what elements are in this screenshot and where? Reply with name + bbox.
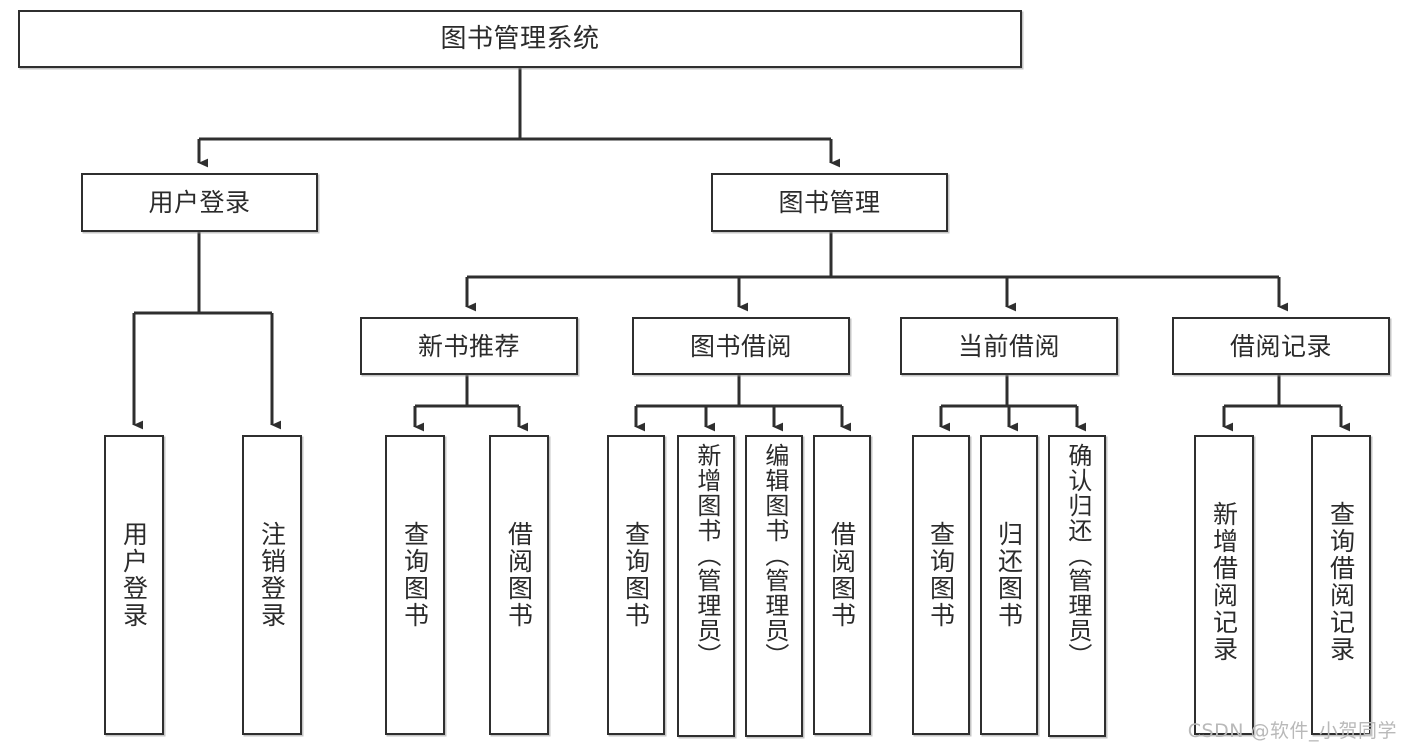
node-label: 注销登录: [257, 521, 287, 629]
node-label: 编辑图书（管理员）: [760, 443, 789, 668]
node-label: 借阅图书: [827, 521, 857, 629]
leaf-add-borrow-record[interactable]: 新增借阅记录: [1194, 435, 1254, 735]
node-label: 确认归还（管理员）: [1063, 443, 1092, 668]
leaf-return-book[interactable]: 归还图书: [980, 435, 1038, 735]
leaf-borrow-book[interactable]: 借阅图书: [813, 435, 871, 735]
node-label: 新增借阅记录: [1209, 501, 1239, 663]
node-label: 新增图书（管理员）: [692, 443, 721, 668]
leaf-query-book-borrow[interactable]: 查询图书: [607, 435, 665, 735]
node-label: 当前借阅: [957, 331, 1060, 361]
leaf-user-logout[interactable]: 注销登录: [242, 435, 302, 735]
node-current-borrow[interactable]: 当前借阅: [900, 317, 1118, 375]
node-user-login[interactable]: 用户登录: [81, 173, 318, 232]
node-label: 用户登录: [119, 521, 149, 629]
node-label: 用户登录: [148, 188, 251, 217]
leaf-query-book-new[interactable]: 查询图书: [385, 435, 445, 735]
node-label: 图书管理系统: [440, 24, 600, 54]
node-borrow-record[interactable]: 借阅记录: [1172, 317, 1390, 375]
node-label: 新书推荐: [417, 331, 520, 361]
node-label: 图书管理: [778, 188, 881, 217]
node-label: 借阅记录: [1229, 331, 1332, 361]
node-label: 借阅图书: [504, 521, 534, 629]
node-label: 查询借阅记录: [1326, 501, 1356, 663]
node-label: 查询图书: [621, 521, 651, 629]
leaf-borrow-book-new[interactable]: 借阅图书: [489, 435, 549, 735]
node-book-borrow[interactable]: 图书借阅: [632, 317, 850, 375]
leaf-confirm-return-admin[interactable]: 确认归还（管理员）: [1048, 435, 1106, 737]
node-book-management[interactable]: 图书管理: [711, 173, 948, 232]
node-label: 查询图书: [926, 521, 956, 629]
leaf-user-login[interactable]: 用户登录: [104, 435, 164, 735]
leaf-add-book-admin[interactable]: 新增图书（管理员）: [677, 435, 735, 737]
node-label: 归还图书: [994, 521, 1024, 629]
node-label: 图书借阅: [689, 331, 792, 361]
node-new-book-recommend[interactable]: 新书推荐: [360, 317, 578, 375]
leaf-query-book-current[interactable]: 查询图书: [912, 435, 970, 735]
leaf-edit-book-admin[interactable]: 编辑图书（管理员）: [745, 435, 803, 737]
node-label: 查询图书: [400, 521, 430, 629]
leaf-query-borrow-record[interactable]: 查询借阅记录: [1311, 435, 1371, 735]
node-root-system[interactable]: 图书管理系统: [18, 10, 1022, 68]
